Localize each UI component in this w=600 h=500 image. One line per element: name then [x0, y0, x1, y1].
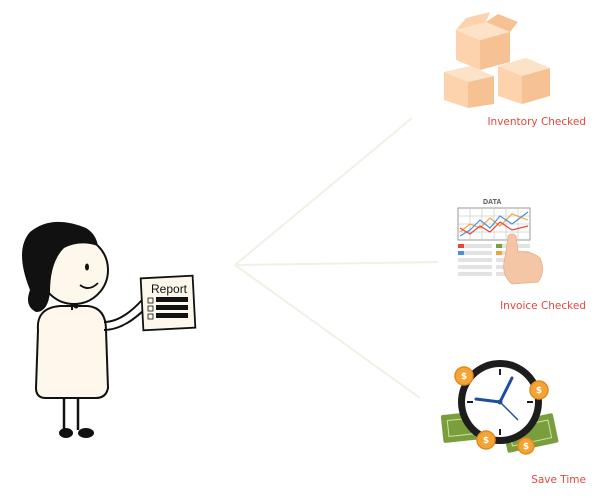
arrow-to-inventory	[234, 117, 413, 266]
arrow-to-time	[234, 264, 421, 399]
person-figure	[22, 221, 147, 438]
invoice-chart-title: DATA	[483, 199, 501, 206]
caption-invoice-checked: Invoice Checked	[500, 300, 586, 312]
hair	[22, 221, 98, 312]
svg-text:$: $	[483, 436, 489, 446]
svg-text:$: $	[523, 442, 529, 452]
report-sheet: Report	[139, 274, 197, 332]
report-title: Report	[151, 282, 188, 296]
invoice-data-icon: DATA	[457, 199, 543, 285]
svg-text:$: $	[536, 386, 542, 396]
caption-inventory-checked: Inventory Checked	[487, 116, 586, 128]
connector-arrows	[234, 117, 439, 399]
arrow-to-invoice	[234, 261, 439, 266]
caption-save-time: Save Time	[531, 474, 586, 486]
svg-text:$: $	[461, 372, 467, 382]
clock-money-icon: $ $ $ $	[440, 360, 559, 455]
inventory-boxes-icon	[444, 12, 550, 108]
